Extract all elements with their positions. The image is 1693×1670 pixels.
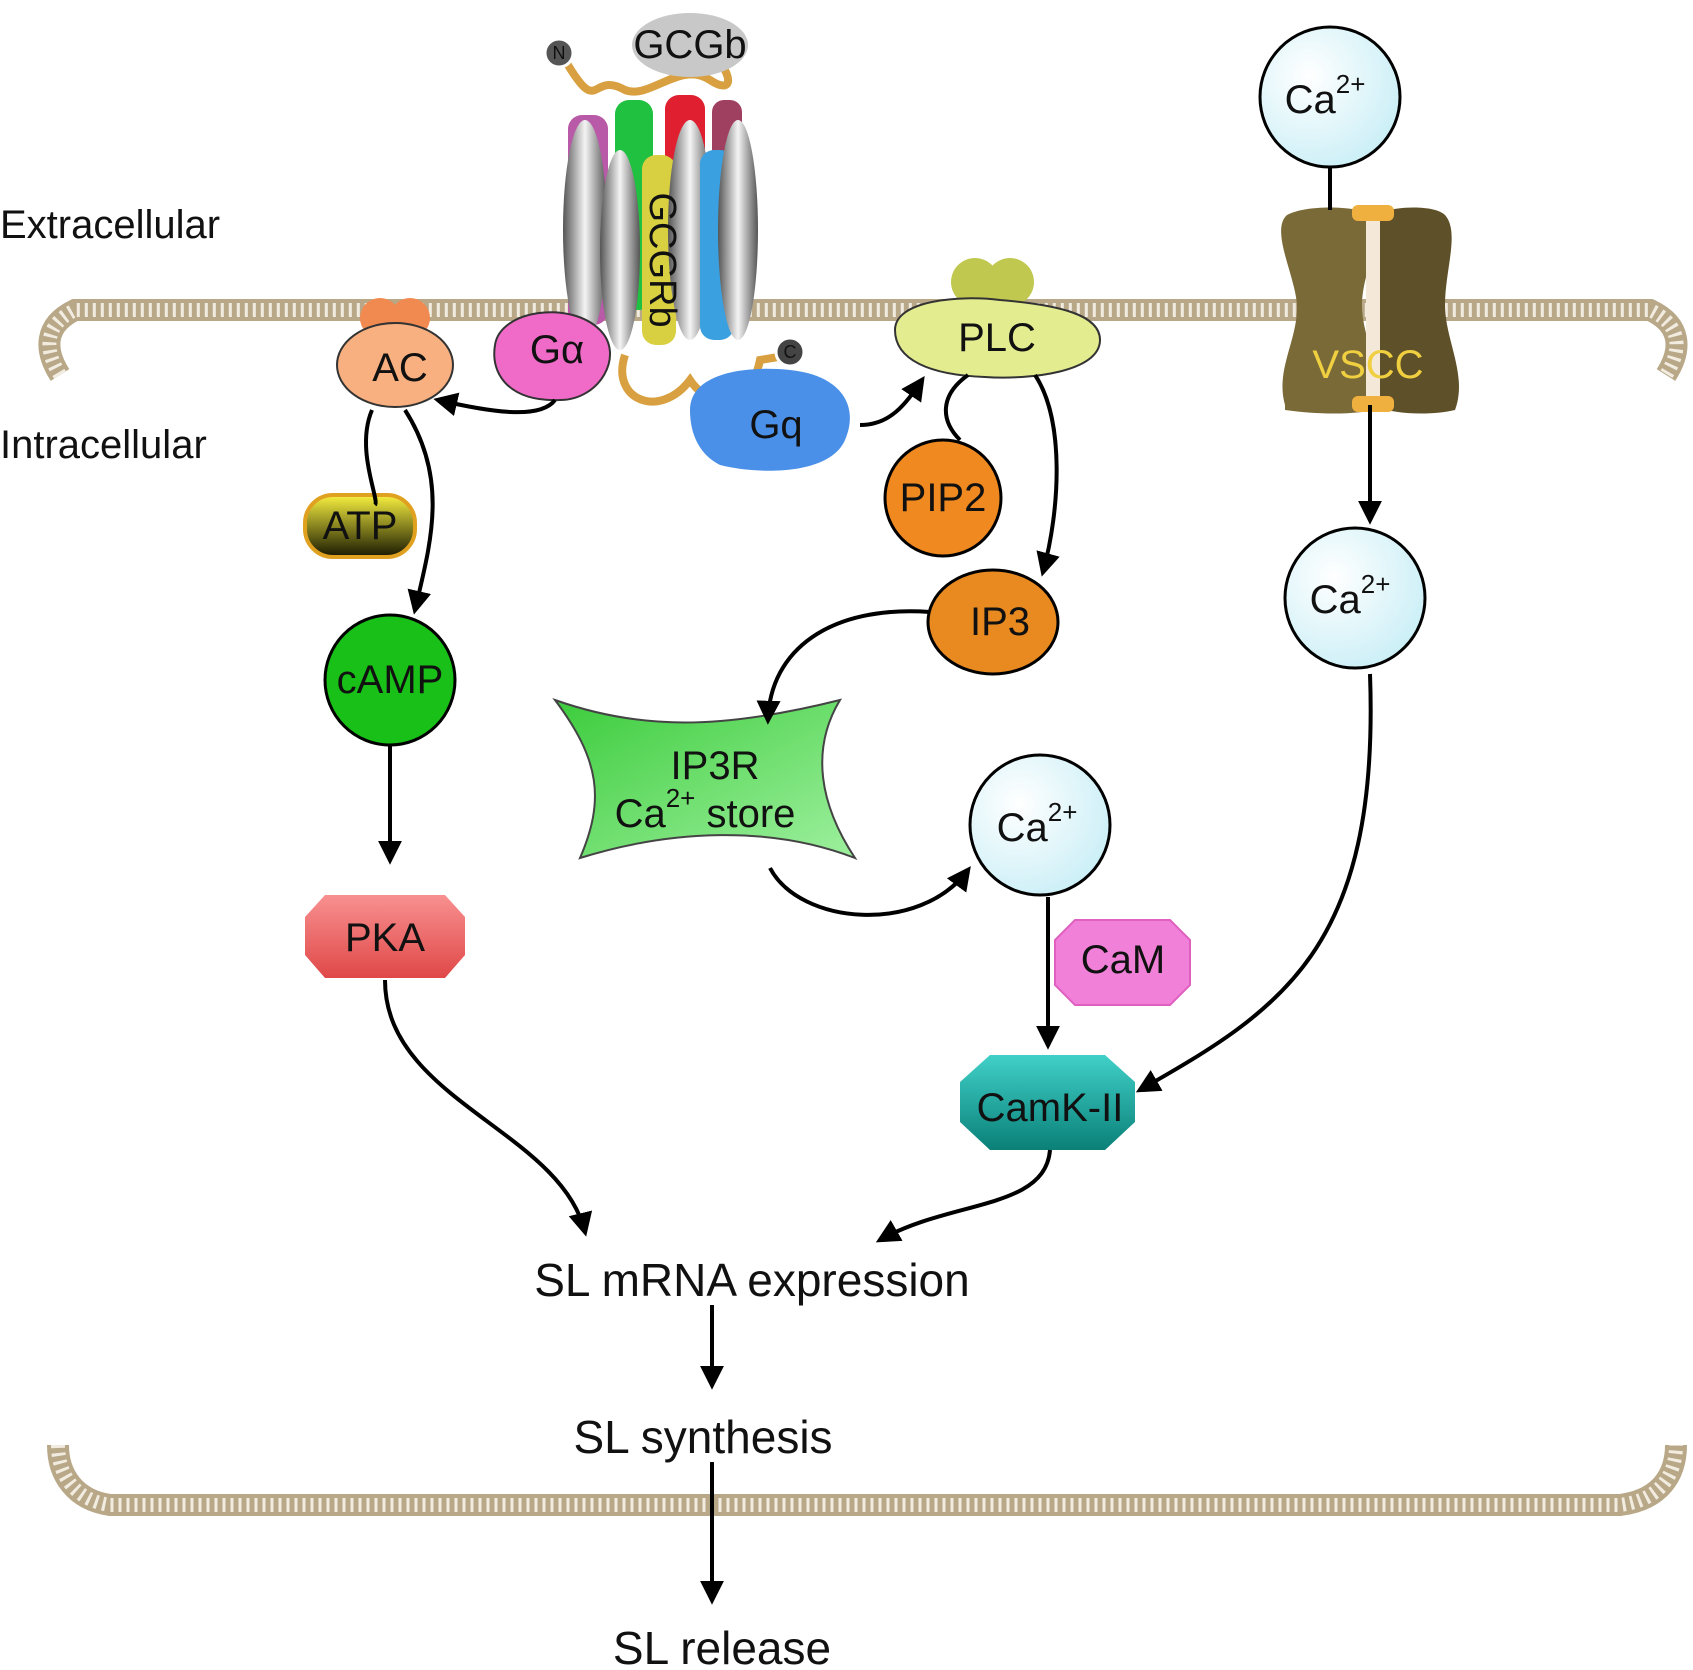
camk-label: CamK-II	[977, 1086, 1124, 1130]
ca-cytosolic-label: Ca2+	[1310, 569, 1391, 622]
helix-grey-4	[718, 120, 758, 340]
ac-label: AC	[372, 346, 428, 390]
sl-mrna-expression-label: SL mRNA expression	[534, 1254, 969, 1306]
upper-membrane	[38, 299, 1688, 381]
n-terminus-label: N	[553, 43, 566, 63]
ip3r-ca-store: IP3R Ca2+ store	[552, 697, 858, 861]
arrows	[364, 167, 1382, 1605]
ca-extracellular-label: Ca2+	[1285, 69, 1366, 122]
plc-label: PLC	[958, 316, 1036, 360]
plc-node: PLC	[893, 258, 1102, 379]
arrow-ac-to-camp	[403, 408, 435, 615]
ip3-node: IP3	[926, 568, 1060, 676]
g-alpha-label: Gα	[530, 328, 584, 372]
arrow-pka-to-mrna	[383, 979, 593, 1237]
gq-node: Gq	[690, 368, 850, 471]
gcgb-ligand: GCGb	[632, 13, 748, 77]
arrow-plc-to-ip3	[1033, 373, 1060, 577]
ac-node: AC	[336, 298, 454, 408]
lower-membrane	[47, 1444, 1687, 1516]
camp-node: cAMP	[323, 613, 457, 747]
arrow-gq-to-plc	[859, 376, 925, 427]
c-terminus-label: C	[784, 342, 797, 362]
gcgrb-receptor: GCGRb	[561, 46, 791, 406]
cam-label: CaM	[1081, 938, 1165, 982]
sl-synthesis-label: SL synthesis	[573, 1411, 832, 1463]
helix-grey-2	[600, 150, 640, 350]
helix-grey-1	[563, 120, 607, 340]
arrow-ip3-to-ip3r	[756, 609, 931, 725]
n-terminus: N	[543, 37, 575, 69]
pip2-label: PIP2	[900, 476, 987, 520]
camp-label: cAMP	[337, 658, 444, 702]
ip3-label: IP3	[970, 600, 1030, 644]
vscc-channel: VSCC	[1281, 205, 1459, 414]
ca-cytosolic-node: Ca2+	[1283, 526, 1427, 670]
extracellular-label: Extracellular	[0, 203, 220, 247]
atp-label: ATP	[323, 504, 398, 548]
gcgrb-label: GCGRb	[641, 192, 683, 327]
ca-extracellular-node: Ca2+	[1258, 25, 1402, 169]
ca-store-label: Ca2+ store	[615, 783, 796, 836]
arrow-store-to-ca	[768, 866, 971, 917]
sl-release-label: SL release	[613, 1622, 831, 1670]
ca-store-released-node: Ca2+	[968, 753, 1112, 897]
ca-store-released-label: Ca2+	[997, 797, 1078, 850]
intracellular-label: Intracellular	[0, 423, 207, 467]
helix-yellow	[642, 155, 676, 345]
arrow-ac-to-atp	[364, 409, 378, 507]
gcgb-label: GCGb	[633, 23, 746, 67]
pka-label: PKA	[345, 916, 425, 960]
arrow-galpha-to-ac	[433, 392, 557, 417]
arrow-ca-to-camk-vscc	[1135, 673, 1373, 1093]
c-terminus: C	[774, 336, 806, 368]
arrow-camk-to-mrna	[875, 1149, 1052, 1243]
ip3r-label: IP3R	[671, 744, 760, 788]
arrow-plc-to-pip2	[944, 373, 970, 442]
vscc-label: VSCC	[1312, 343, 1423, 387]
camk-node: CamK-II	[960, 1055, 1135, 1150]
g-alpha-node: Gα	[493, 311, 611, 402]
gq-label: Gq	[749, 403, 802, 447]
pip2-node: PIP2	[883, 438, 1003, 558]
pka-node: PKA	[305, 895, 465, 978]
atp-node: ATP	[303, 493, 417, 559]
cam-node: CaM	[1054, 919, 1191, 1006]
